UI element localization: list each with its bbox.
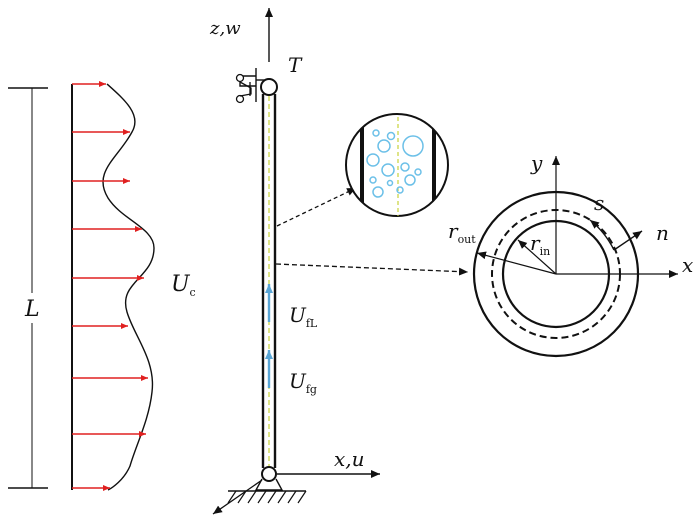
section-s-label: s <box>594 191 604 215</box>
current-profile: Uc <box>71 81 196 491</box>
length-label: L <box>24 297 40 322</box>
n-direction-arrow <box>613 230 643 251</box>
current-velocity-curve <box>102 83 155 491</box>
s-direction-arrow <box>589 219 615 251</box>
section-y-label: y <box>530 151 543 175</box>
section-n-label: n <box>656 221 669 245</box>
r-in-arrow <box>517 239 557 275</box>
bottom-pin-support <box>212 466 307 515</box>
section-x-label: x <box>682 253 693 277</box>
riser-pipe: z,w T UfL Ufg <box>209 8 380 515</box>
gas-bubbles <box>366 129 424 198</box>
top-pin-support <box>235 68 278 104</box>
axis-z-label: z,w <box>209 18 241 39</box>
tension-label: T <box>288 53 303 77</box>
zoom-detail <box>276 113 449 227</box>
r-out-label: rout <box>448 219 476 246</box>
liquid-flow-label: UfL <box>289 303 318 330</box>
gas-flow-label: Ufg <box>289 369 317 396</box>
r-out-arrow <box>476 251 557 275</box>
current-label: Uc <box>171 272 196 299</box>
axis-x-base-label: x,u <box>334 447 365 471</box>
cross-section: y x s n rout rin <box>275 151 693 358</box>
length-dimension: L <box>8 87 48 489</box>
r-in-label: rin <box>530 231 550 258</box>
